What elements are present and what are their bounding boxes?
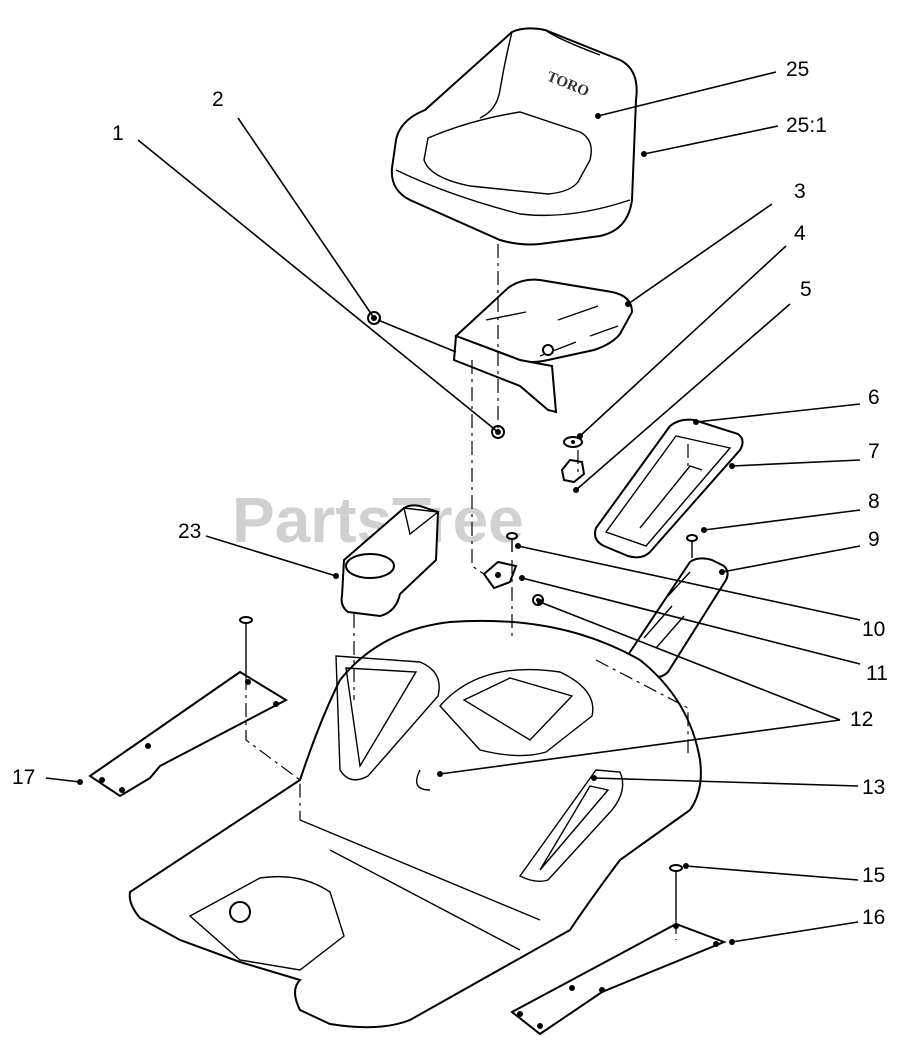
cup-holder [340,504,440,618]
callout-13: 13 [862,776,885,799]
callout-10: 10 [862,618,885,641]
callout-17: 17 [12,766,35,789]
bracket-11 [482,560,518,590]
callout-11: 11 [866,662,888,685]
screw-17 [239,616,253,676]
callout-1: 1 [112,122,124,145]
cover-plate [594,418,744,559]
callout-7: 7 [868,440,880,463]
callout-labels: 1 2 3 4 5 6 7 8 9 10 11 12 13 15 16 17 2… [12,58,888,929]
callout-23: 23 [178,520,201,543]
leader-dots [77,113,735,945]
screw-8 [686,534,698,558]
screw-15 [669,864,683,920]
callout-16: 16 [862,906,885,929]
callout-25: 25 [786,58,809,81]
callout-5: 5 [800,278,812,301]
callout-3: 3 [794,180,806,203]
leader-lines [45,71,861,943]
washer-4 [563,436,583,448]
callout-9: 9 [868,528,880,551]
panel-17 [88,670,289,798]
seat-pan [452,278,634,414]
callout-6: 6 [868,386,880,409]
callout-2: 2 [212,88,224,111]
knob-5 [560,458,586,484]
callout-8: 8 [868,490,880,513]
seat: TORO [390,27,638,246]
callout-15: 15 [862,864,885,887]
fender-body [128,619,702,1029]
panel-16 [510,922,727,1036]
callout-25-1: 25:1 [786,114,827,137]
screw-10 [506,532,518,552]
callout-12: 12 [850,708,873,731]
callout-4: 4 [794,222,806,245]
